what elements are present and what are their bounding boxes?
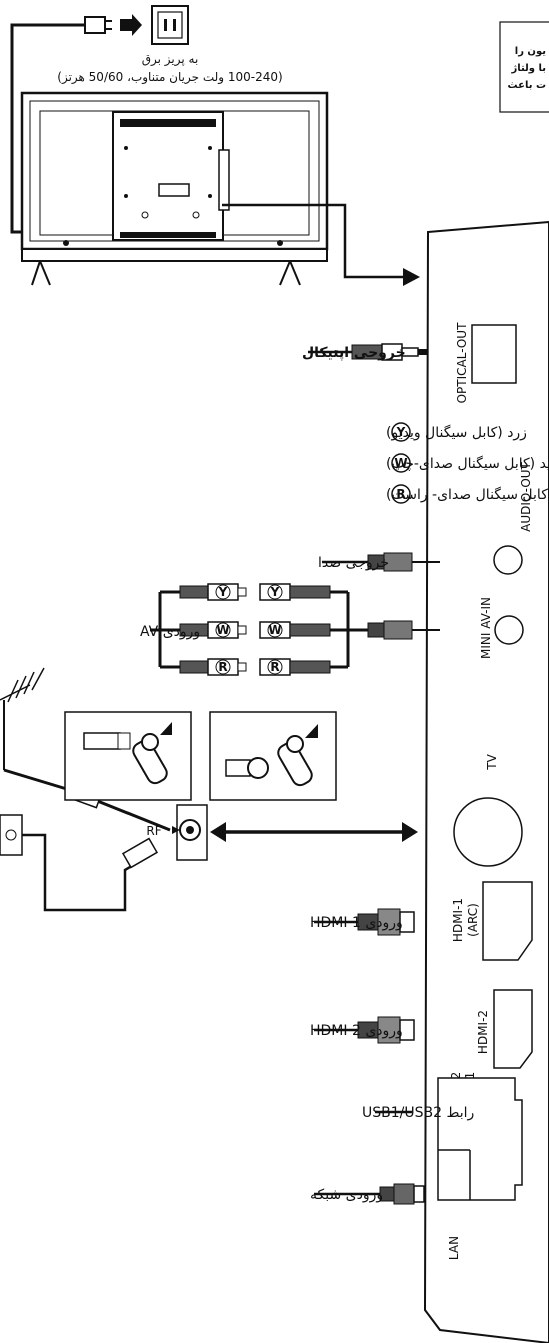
av-in-label: ورودی AV [140, 624, 200, 640]
curved-arrow-icon [305, 724, 318, 738]
hdmi2-port [493, 989, 533, 1069]
hdmi1-text: ورودی HDMI 1 [310, 915, 403, 931]
rca-plug-pair-yellow: Y Y [179, 583, 331, 601]
power-section: به پریز برق (100-240 ولت جریان متناوب، 5… [10, 5, 283, 234]
arrow-right-icon [402, 822, 418, 842]
hdmi1-label-a: HDMI-1 [451, 898, 465, 942]
usb-ports [437, 1077, 523, 1201]
audio-out-label: AUDIO-OUT [519, 461, 533, 531]
arrow-left-icon [210, 822, 226, 842]
warning-line3: ت باعث [508, 80, 546, 91]
hdmi1-label-b: (ARC) [466, 903, 480, 937]
usb-text: رابط USB1/USB2 [362, 1105, 474, 1121]
tv-back-illustration [20, 91, 329, 286]
warning-line1: یون را [515, 46, 546, 57]
arrow-right-icon [403, 268, 420, 286]
power-label-line1: به پریز برق [142, 52, 199, 67]
power-plug-icon [84, 16, 112, 34]
plug-letter: Y [270, 585, 280, 599]
optical-out-label: خروجی اپتیکال [302, 345, 406, 361]
legend-item-red: R قرمز (کابل سیگنال صدای- راست) [386, 484, 549, 504]
lan-label: LAN [447, 1236, 461, 1260]
wall-outlet-icon [151, 5, 189, 45]
tv-port-label: TV [485, 753, 499, 770]
plug-letter: R [218, 660, 227, 674]
av-legend: Y زرد (کابل سیگنال ویدیو) W سفید (کابل س… [386, 422, 549, 504]
lan-cable [314, 1183, 425, 1205]
legend-text: قرمز (کابل سیگنال صدای- راست) [386, 486, 549, 503]
side-panel: OPTICAL-OUT AUDIO-OUT MINI AV-IN TV HDMI… [423, 220, 549, 1343]
lan-text: ورودی شبکه [310, 1187, 383, 1203]
plug-detail-inset-right [209, 711, 337, 801]
legend-item-white: W سفید (کابل سیگنال صدای-چپ) [386, 453, 549, 473]
legend-letter: W [394, 456, 407, 470]
mini-av-port [494, 615, 524, 645]
coax-plug-icon [121, 837, 159, 869]
audio-out-port [493, 545, 523, 575]
legend-text: زرد (کابل سیگنال ویدیو) [386, 424, 527, 441]
power-label-line2: (100-240 ولت جریان متناوب، 50/60 هرتز) [57, 70, 282, 85]
hdmi1-cable [314, 908, 415, 936]
optical-port-label: OPTICAL-OUT [455, 322, 469, 404]
hdmi2-label: HDMI-2 [476, 1010, 490, 1054]
hdmi2-text: ورودی HDMI 2 [310, 1023, 403, 1039]
plug-letter: Y [218, 585, 228, 599]
plug-letter: W [268, 623, 281, 637]
hdmi2-cable [314, 1016, 415, 1044]
plug-letter: W [216, 623, 229, 637]
antenna-loop-cable [22, 833, 151, 912]
plug-letter: R [270, 660, 279, 674]
optical-port [471, 324, 517, 384]
plug-detail-inset-left [64, 711, 192, 801]
av-cable: Y Y W W R R [150, 583, 440, 676]
tv-to-panel-line [222, 203, 405, 279]
audio-out-cable [322, 552, 440, 572]
hdmi1-port [482, 881, 533, 961]
rca-plug-pair-white: W W [179, 621, 331, 639]
legend-text: سفید (کابل سیگنال صدای-چپ) [386, 455, 549, 472]
curved-arrow-icon [160, 722, 172, 735]
legend-letter: Y [396, 425, 406, 439]
legend-item-yellow: Y زرد (کابل سیگنال ویدیو) [386, 422, 527, 442]
warning-box: یون را با ولتاژ ت باعث [499, 21, 549, 113]
rca-plug-pair-red: R R [179, 658, 331, 676]
audio-out-text: خروجی صدا [318, 555, 389, 571]
wall-socket-icon [0, 814, 23, 856]
rf-label: RF [146, 824, 161, 838]
antenna-section: RF [0, 667, 418, 912]
legend-letter: R [396, 487, 405, 501]
rf-connector [172, 804, 208, 861]
warning-line2: با ولتاژ [510, 63, 546, 74]
mini-av-label: MINI AV-IN [479, 597, 493, 659]
arrow-right-icon [120, 14, 142, 36]
tv-antenna-port [453, 797, 523, 867]
antenna-icon [0, 667, 45, 770]
optical-cable [308, 343, 428, 361]
